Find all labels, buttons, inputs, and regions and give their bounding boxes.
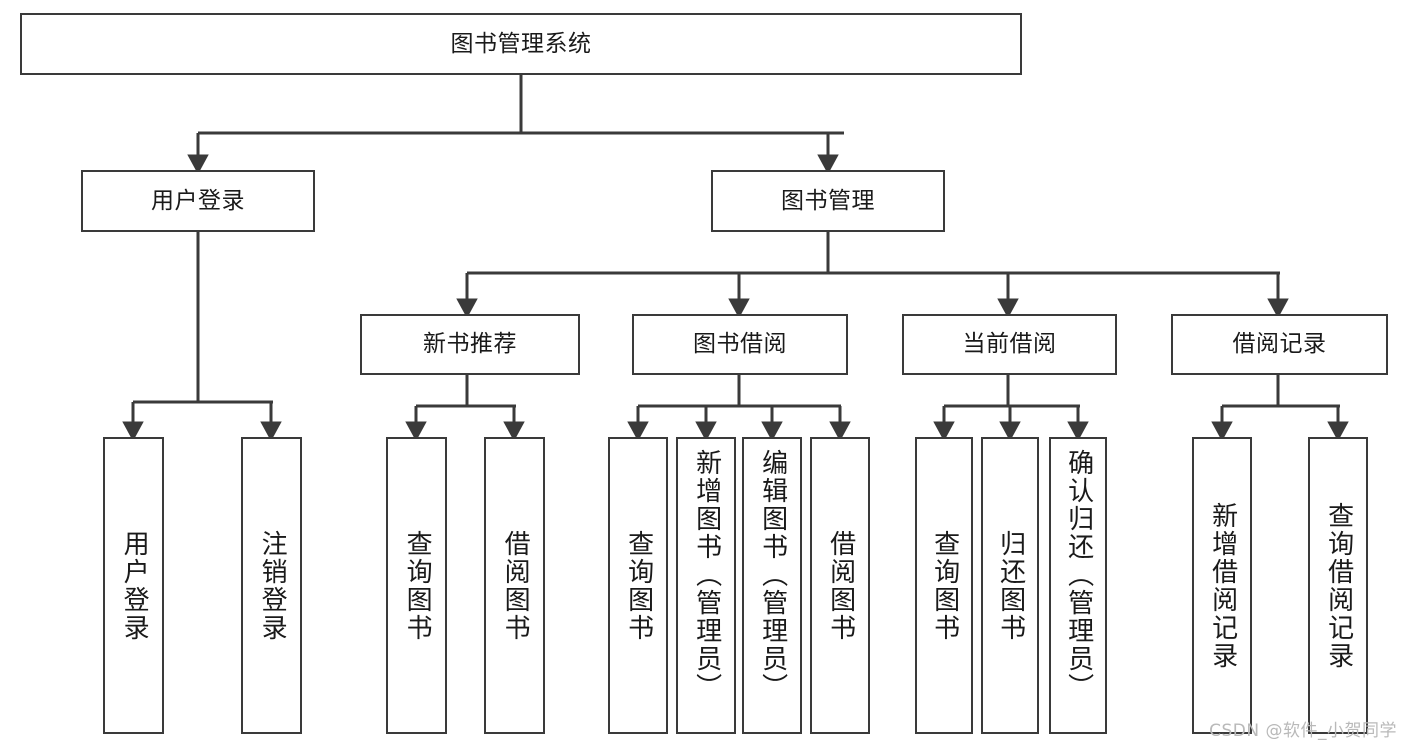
leaf-query-book-recommend[interactable]: 查询图书 — [386, 437, 447, 734]
node-current-borrow[interactable]: 当前借阅 — [902, 314, 1117, 375]
leaf-query-book-current[interactable]: 查询图书 — [915, 437, 973, 734]
leaf-edit-book-admin[interactable]: 编辑图书（管理员） — [742, 437, 802, 734]
node-user-login[interactable]: 用户登录 — [81, 170, 315, 232]
node-label: 用户登录 — [151, 187, 245, 214]
leaf-confirm-return-admin[interactable]: 确认归还（管理员） — [1049, 437, 1107, 734]
csdn-watermark: CSDN @软件_小贺同学 — [1209, 721, 1397, 741]
node-book-borrow[interactable]: 图书借阅 — [632, 314, 848, 375]
node-label: 图书管理 — [781, 187, 875, 214]
node-label: 借阅图书 — [825, 529, 856, 642]
leaf-add-borrow-record[interactable]: 新增借阅记录 — [1192, 437, 1252, 734]
node-book-management[interactable]: 图书管理 — [711, 170, 945, 232]
leaf-borrow-book[interactable]: 借阅图书 — [810, 437, 870, 734]
leaf-add-book-admin[interactable]: 新增图书（管理员） — [676, 437, 736, 734]
node-label: 注销登录 — [257, 529, 288, 642]
node-label: 确认归还（管理员） — [1063, 449, 1094, 701]
node-label: 编辑图书（管理员） — [757, 449, 788, 701]
node-label: 归还图书 — [995, 529, 1026, 642]
node-label: 图书管理系统 — [450, 30, 592, 57]
node-label: 图书借阅 — [693, 331, 787, 358]
node-label: 用户登录 — [119, 529, 150, 642]
node-label: 查询借阅记录 — [1323, 501, 1354, 670]
node-label: 新增借阅记录 — [1207, 501, 1238, 670]
leaf-query-book-borrow[interactable]: 查询图书 — [608, 437, 668, 734]
node-label: 查询图书 — [623, 529, 654, 642]
node-label: 当前借阅 — [962, 331, 1057, 358]
node-label: 借阅图书 — [500, 529, 531, 642]
node-new-book-recommend[interactable]: 新书推荐 — [360, 314, 580, 375]
node-label: 借阅记录 — [1232, 331, 1327, 358]
node-root-system[interactable]: 图书管理系统 — [20, 13, 1022, 75]
node-label: 新增图书（管理员） — [691, 449, 722, 701]
leaf-query-borrow-record[interactable]: 查询借阅记录 — [1308, 437, 1368, 734]
node-label: 查询图书 — [929, 529, 960, 642]
node-label: 新书推荐 — [423, 331, 517, 358]
leaf-user-login[interactable]: 用户登录 — [103, 437, 164, 734]
node-label: 查询图书 — [402, 529, 433, 642]
leaf-logout[interactable]: 注销登录 — [241, 437, 302, 734]
leaf-borrow-book-recommend[interactable]: 借阅图书 — [484, 437, 545, 734]
leaf-return-book[interactable]: 归还图书 — [981, 437, 1039, 734]
node-borrow-record[interactable]: 借阅记录 — [1171, 314, 1388, 375]
